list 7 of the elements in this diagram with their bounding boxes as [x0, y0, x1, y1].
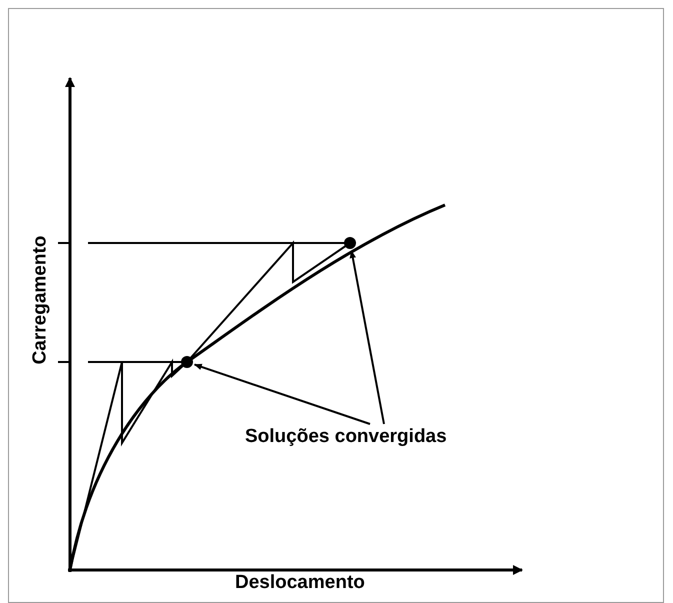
annotation-text: Soluções convergidas [245, 426, 447, 448]
solution-point [181, 356, 193, 368]
leader-arrow [194, 364, 370, 425]
axis-label: Deslocamento [235, 572, 365, 594]
leader-arrow [350, 250, 385, 424]
axis-label: Carregamento [28, 236, 51, 364]
solution-point [344, 237, 356, 249]
